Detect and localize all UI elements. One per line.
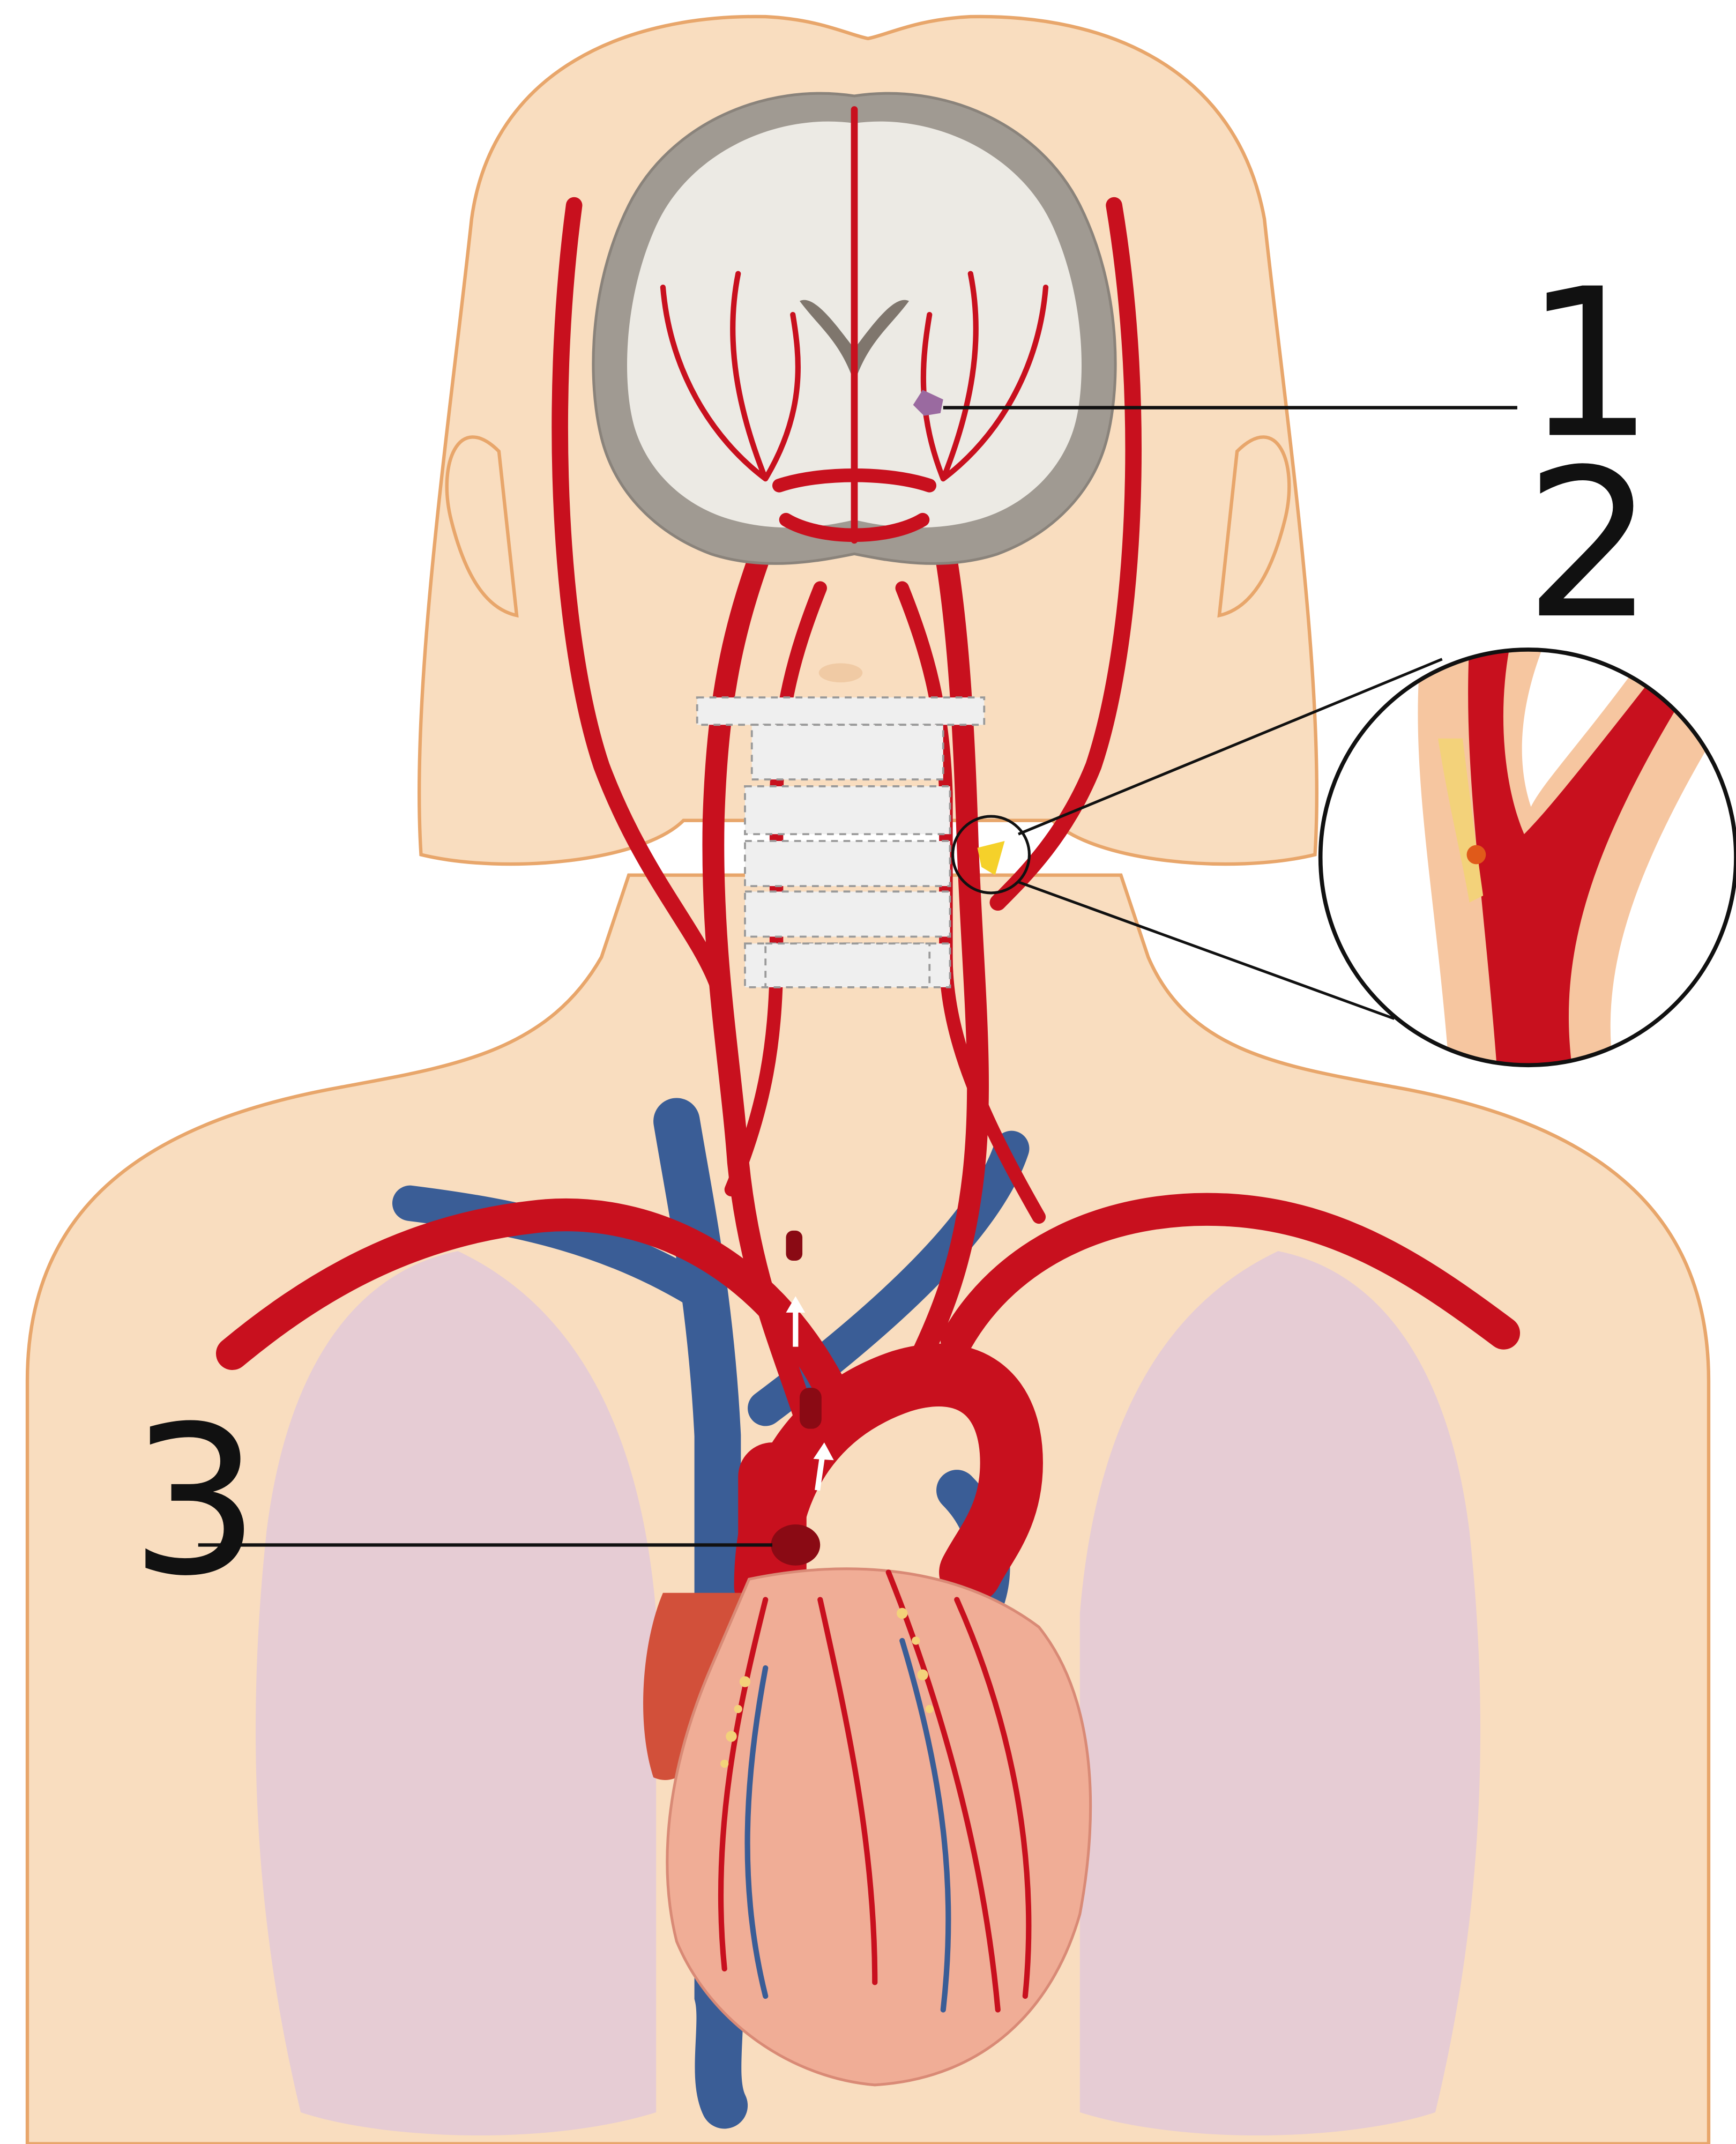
vertebra: [744, 785, 951, 836]
vertebra: [750, 724, 944, 781]
mag-rupture: [1466, 845, 1486, 865]
callouts: 1 2 3: [130, 245, 1655, 1621]
right-common-carotid: [905, 529, 989, 1379]
magnify-source-ring: [951, 815, 1031, 895]
vertebra: [744, 890, 951, 938]
right-outer-vessel: [989, 197, 1142, 911]
aortic-thrombus: [771, 1524, 821, 1566]
cervical-spine: [696, 663, 986, 988]
brain-lesion: [913, 390, 943, 416]
embolus-fragment: [786, 1230, 803, 1261]
cerebral-artery: [920, 271, 1049, 482]
magnify-connector: [1018, 881, 1395, 1020]
left-subclavian: [215, 1198, 851, 1411]
lungs: [255, 1251, 1481, 2136]
right-subclavian: [940, 1193, 1521, 1357]
callout-number-3: 3: [130, 1382, 260, 1621]
arrow-up-icon: [786, 1296, 806, 1347]
lateral-ventricles: [799, 300, 910, 383]
carotid-plaque-magnified: [1018, 647, 1736, 1067]
right-ear: [1217, 435, 1291, 618]
brain: [592, 92, 1117, 565]
arrow-up-icon: [813, 1442, 834, 1491]
dens: [818, 663, 863, 683]
heart: [643, 1567, 1092, 2087]
left-brachiocephalic-vein: [392, 1185, 729, 1317]
ventricles: [666, 1567, 1092, 2087]
circle-of-willis: [772, 468, 937, 542]
vertebra: [744, 840, 951, 888]
magnify-connector: [1018, 658, 1443, 836]
callout-number-2: 2: [1524, 426, 1655, 664]
vertebra: [764, 942, 931, 988]
embolus-fragment: [799, 1388, 822, 1429]
left-lung: [255, 1251, 657, 2136]
mag-lumen: [1468, 649, 1709, 1066]
plaque-spot: [977, 840, 1005, 875]
callout-number-1: 1: [1524, 245, 1655, 484]
cerebral-artery: [660, 271, 801, 482]
left-ear: [445, 435, 519, 618]
carotid-plaque: [951, 815, 1031, 895]
right-lung: [1079, 1251, 1481, 2136]
coronary-artery: [718, 1569, 1032, 2013]
magnify-frame: [1318, 647, 1736, 1067]
epicardial-fat: [720, 1607, 934, 1768]
coronary-vein: [744, 1637, 951, 2013]
vertebra: [696, 696, 986, 726]
left-outer-vessel: [552, 197, 726, 993]
superior-vena-cava: [653, 1098, 748, 2129]
